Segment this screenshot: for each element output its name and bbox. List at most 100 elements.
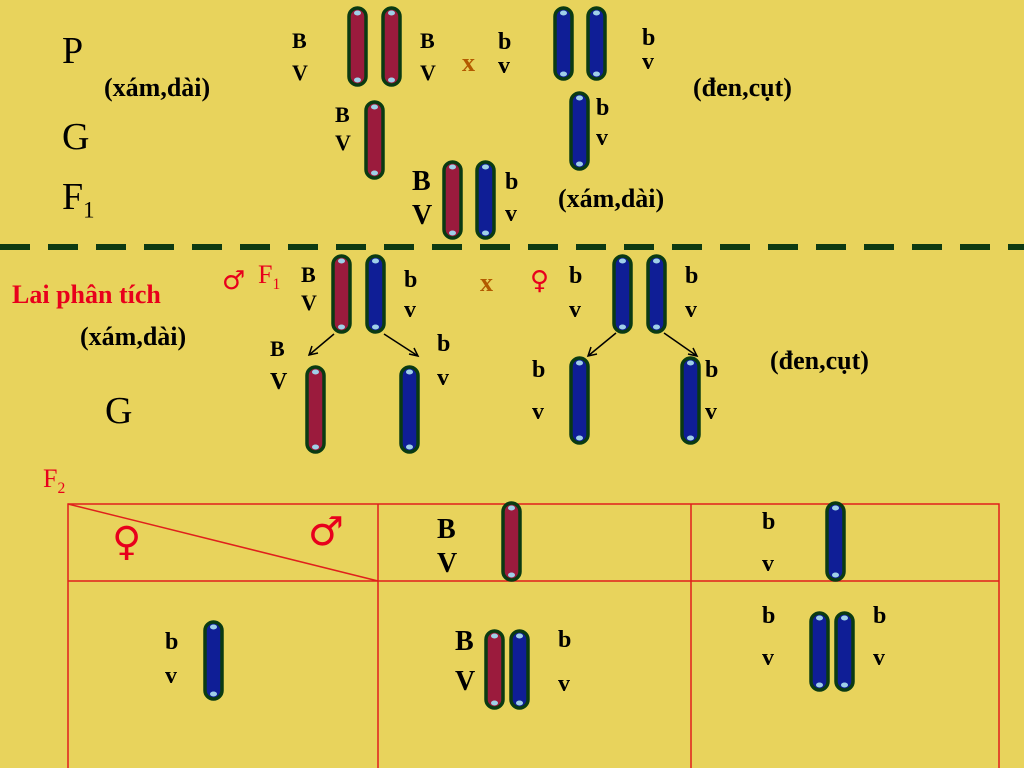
chromosome-cap <box>491 633 498 639</box>
chromosome-cap <box>371 104 378 110</box>
chromosome-cap <box>560 10 567 16</box>
chromosome-red <box>484 629 505 710</box>
allele-label: B <box>420 28 435 53</box>
allele-label: v <box>685 297 697 323</box>
female-parent-phenotype: (xám,dài) <box>104 73 211 102</box>
f2-table-border <box>67 503 1000 768</box>
table-header-male-symbol: ♂ <box>308 509 344 555</box>
allele-label: b <box>762 603 776 629</box>
chromosome-cap <box>388 77 395 83</box>
chromosome-red <box>331 254 352 334</box>
allele-label: B <box>301 262 316 287</box>
test-cross-gametes-label: G <box>105 390 133 432</box>
allele-label: b <box>642 25 656 51</box>
chromosome-blue <box>834 611 855 692</box>
chromosome-cap <box>653 258 660 264</box>
allele-label: b <box>569 263 583 289</box>
chromosome-red <box>364 100 385 180</box>
chromosome-blue <box>646 254 667 334</box>
chromosome-red <box>501 501 522 582</box>
chromosome-cap <box>482 230 489 236</box>
chromosome-cap <box>516 633 523 639</box>
allele-label: v <box>437 365 449 391</box>
chromosome-cap <box>832 572 839 578</box>
arrowhead-left-1 <box>307 345 319 357</box>
allele-label: b <box>685 263 699 289</box>
chromosome-cap <box>449 164 456 170</box>
allele-label: V <box>412 200 433 231</box>
allele-label: b <box>873 603 887 629</box>
parental-label: P <box>62 30 84 72</box>
chromosome-cap <box>687 435 694 441</box>
allele-label: b <box>596 95 610 121</box>
chromosome-blue <box>509 629 530 710</box>
chromosome-cap <box>372 324 379 330</box>
chromosome-cap <box>312 369 319 375</box>
arrow-right-2 <box>663 332 698 357</box>
allele-label: v <box>558 671 570 697</box>
allele-label: b <box>705 357 719 383</box>
allele-label: B <box>412 166 431 197</box>
chromosome-cap <box>508 505 515 511</box>
male-parent-phenotype: (đen,cụt) <box>693 73 792 102</box>
allele-label: v <box>642 49 654 75</box>
f1-label: F1 <box>62 176 95 223</box>
chromosome-cap <box>687 360 694 366</box>
chromosome-blue <box>612 254 633 334</box>
chromosome-cap <box>816 615 823 621</box>
allele-label: b <box>532 357 546 383</box>
allele-label: v <box>505 201 517 227</box>
chromosome-cap <box>491 700 498 706</box>
chromosome-blue <box>203 620 224 701</box>
chromosome-cap <box>210 624 217 630</box>
chromosome-cap <box>516 700 523 706</box>
chromosome-cap <box>560 71 567 77</box>
allele-label: b <box>404 267 418 293</box>
test-cross-right-phenotype: (đen,cụt) <box>770 346 869 375</box>
f1-phenotype: (xám,dài) <box>558 184 665 213</box>
allele-label: v <box>165 663 177 689</box>
allele-label: b <box>437 331 451 357</box>
allele-label: V <box>437 548 458 579</box>
chromosome-blue <box>475 160 496 240</box>
chromosome-cap <box>832 505 839 511</box>
allele-label: v <box>498 53 510 79</box>
chromosome-cap <box>508 572 515 578</box>
allele-label: v <box>532 399 544 425</box>
allele-label: v <box>705 399 717 425</box>
allele-label: v <box>762 645 774 671</box>
test-cross-f1-label: F1 <box>258 260 281 294</box>
allele-label: v <box>569 297 581 323</box>
chromosome-cap <box>619 324 626 330</box>
chromosome-cap <box>449 230 456 236</box>
allele-label: b <box>762 509 776 535</box>
cross-symbol: x <box>462 48 475 77</box>
chromosome-cap <box>841 615 848 621</box>
allele-label: V <box>335 130 351 155</box>
table-header-female-symbol: ♀ <box>112 519 142 565</box>
chromosome-cap <box>354 10 361 16</box>
chromosome-blue <box>569 91 590 171</box>
chromosome-cap <box>576 360 583 366</box>
allele-label: b <box>165 629 179 655</box>
chromosome-red <box>305 365 326 454</box>
arrowhead-right-2 <box>687 347 699 358</box>
chromosome-cap <box>406 444 413 450</box>
gametes-label: G <box>62 116 90 158</box>
chromosome-blue <box>399 365 420 454</box>
allele-label: V <box>455 666 476 697</box>
allele-label: v <box>404 297 416 323</box>
allele-label: B <box>270 336 285 361</box>
chromosome-cap <box>576 161 583 167</box>
chromosome-cap <box>210 691 217 697</box>
chromosome-blue <box>365 254 386 334</box>
f2-table-header-diagonal <box>67 503 379 582</box>
chromosome-blue <box>680 356 701 445</box>
chromosome-red <box>442 160 463 240</box>
chromosome-blue <box>809 611 830 692</box>
allele-label: V <box>292 60 308 85</box>
allele-label: V <box>420 60 436 85</box>
